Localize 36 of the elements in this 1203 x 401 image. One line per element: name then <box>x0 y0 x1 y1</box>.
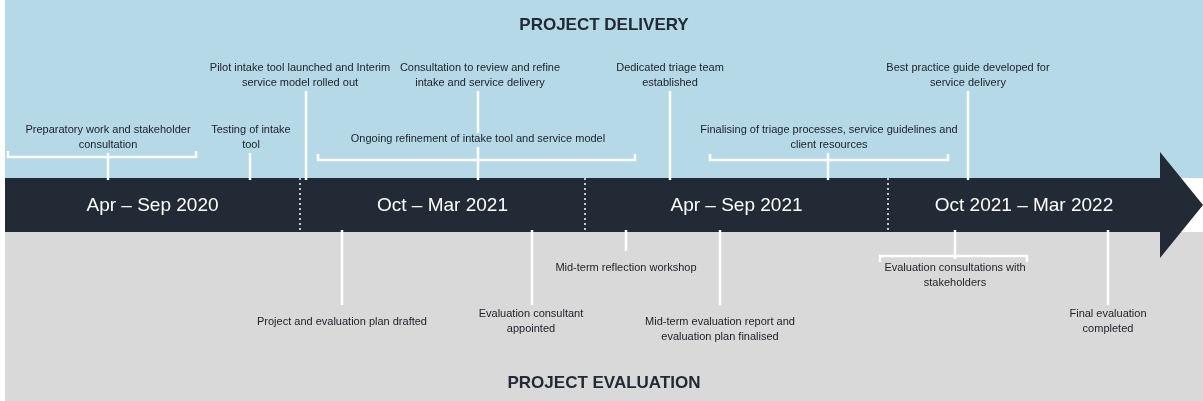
leader-line <box>476 147 480 180</box>
period-label: Oct – Mar 2021 <box>377 192 508 217</box>
leader-line <box>624 230 628 251</box>
event-label: Dedicated triage team established <box>615 60 725 90</box>
leader-line <box>953 230 957 259</box>
band-heading: PROJECT EVALUATION <box>506 371 702 394</box>
event-label: Finalising of triage processes, service guidelines and client resources <box>699 122 959 152</box>
period-label: Apr – Sep 2020 <box>86 192 219 217</box>
leader-line <box>718 230 722 305</box>
event-label: Evaluation consultant appointed <box>477 306 585 336</box>
leader-line <box>530 230 534 305</box>
period-label: Apr – Sep 2021 <box>670 192 803 217</box>
event-label: Consultation to review and refine intake and service delivery <box>398 60 562 90</box>
event-label: Best practice guide developed for service delivery <box>885 60 1051 90</box>
band <box>5 232 1203 401</box>
leader-line <box>826 153 830 180</box>
leader-line <box>340 230 344 305</box>
leader-line <box>248 153 252 180</box>
period-label: Oct 2021 – Mar 2022 <box>934 192 1114 217</box>
event-label: Ongoing refinement of intake tool and service model <box>349 131 607 146</box>
event-label: Mid-term reflection workshop <box>554 259 698 275</box>
leader-line <box>1106 230 1110 305</box>
leader-line <box>304 91 308 180</box>
event-label: Final evaluation completed <box>1068 306 1148 336</box>
leader-line <box>106 153 110 180</box>
leader-line <box>476 91 480 133</box>
event-label: Testing of intake tool <box>210 122 292 152</box>
band-heading: PROJECT DELIVERY <box>518 14 690 36</box>
event-label: Evaluation consultations with stakeholders <box>883 260 1027 290</box>
leader-line <box>966 91 970 180</box>
band <box>5 0 1203 178</box>
leader-line <box>668 91 672 180</box>
event-label: Project and evaluation plan drafted <box>256 313 428 329</box>
event-label: Pilot intake tool launched and Interim service model rolled out <box>208 60 392 90</box>
event-label: Mid-term evaluation report and evaluation plan finalised <box>644 313 796 344</box>
event-label: Preparatory work and stakeholder consultation <box>24 122 192 152</box>
